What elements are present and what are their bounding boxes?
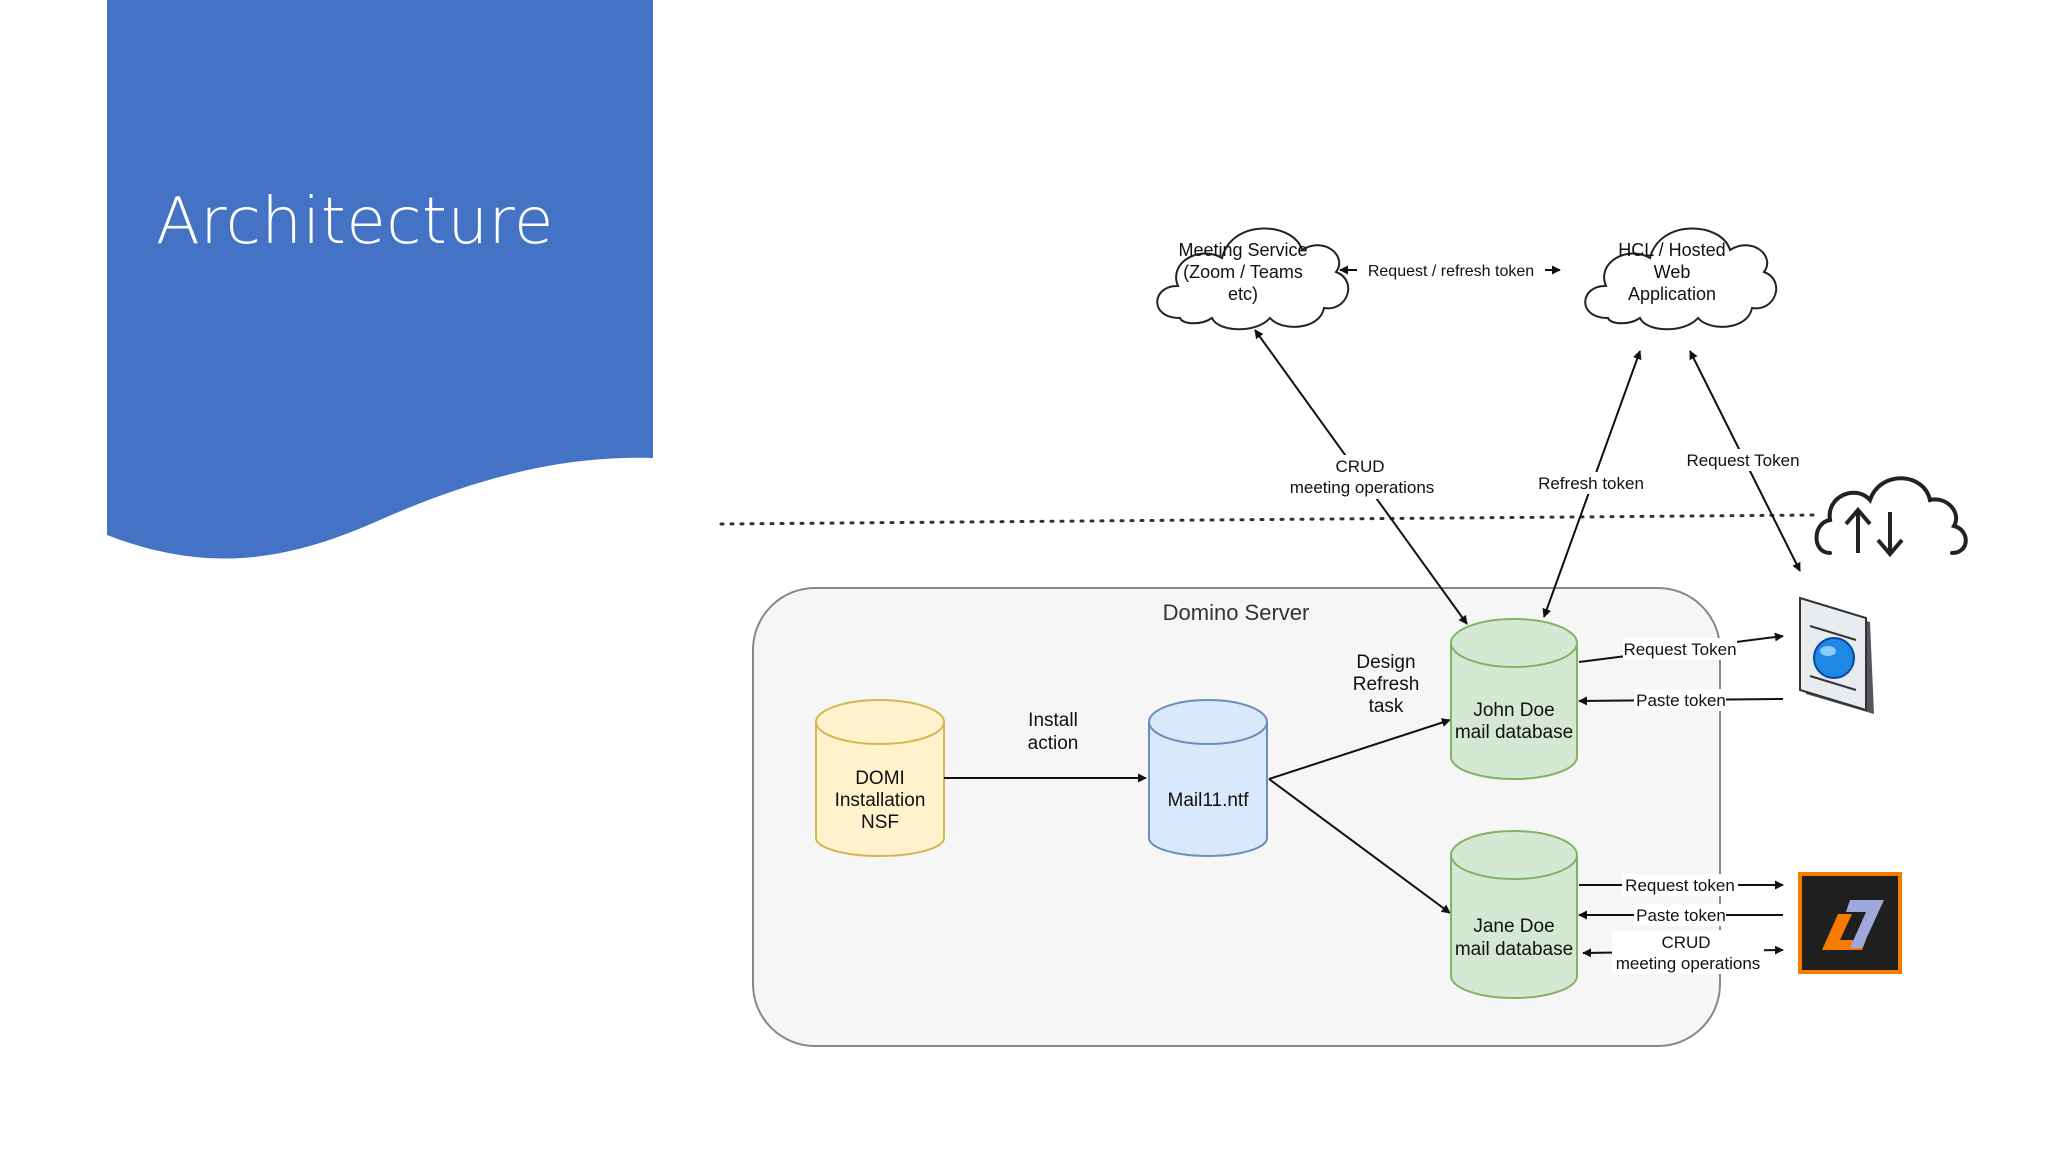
install-action-line-2: action — [1028, 733, 1079, 754]
network-boundary — [719, 513, 1817, 526]
hcl-web-app-cloud: HCL / Hosted Web Application — [1584, 227, 1778, 331]
domi-line-2: Installation — [835, 790, 926, 811]
browser-globe-icon — [1799, 596, 1874, 714]
meeting-service-line-3: etc) — [1228, 284, 1258, 304]
refresh-token-label: Refresh token — [1538, 474, 1644, 493]
mail11-label: Mail11.ntf — [1168, 790, 1250, 811]
meeting-service-line-2: (Zoom / Teams — [1183, 262, 1303, 282]
jane-line-2: mail database — [1455, 939, 1573, 960]
john-doe-mail-db: John Doe mail database — [1450, 618, 1578, 780]
john-request-token-label: Request Token — [1623, 640, 1736, 659]
install-action-line-1: Install — [1028, 710, 1078, 731]
slide-title: Architecture — [156, 185, 554, 259]
hcl-web-line-3: Application — [1628, 284, 1716, 304]
request-refresh-label: Request / refresh token — [1368, 263, 1534, 280]
crud-top-line-2: meeting operations — [1290, 478, 1435, 497]
hcl-web-line-1: HCL / Hosted — [1618, 240, 1725, 260]
jane-line-1: Jane Doe — [1473, 916, 1554, 937]
jane-request-token-label: Request token — [1625, 876, 1735, 895]
app-logo-icon — [1798, 872, 1902, 974]
design-refresh-line-2: Refresh — [1353, 674, 1420, 695]
hcl-web-line-2: Web — [1654, 262, 1691, 282]
jane-paste-token-label: Paste token — [1636, 906, 1726, 925]
domi-line-3: NSF — [861, 812, 899, 833]
john-line-1: John Doe — [1473, 700, 1554, 721]
mail11-template-db: Mail11.ntf — [1148, 699, 1268, 857]
design-refresh-line-3: task — [1369, 696, 1404, 717]
design-refresh-arrow-jane — [1268, 778, 1451, 914]
design-refresh-line-1: Design — [1356, 652, 1415, 673]
design-refresh-arrow-john — [1268, 718, 1451, 780]
domi-line-1: DOMI — [855, 768, 905, 789]
meeting-service-cloud: Meeting Service (Zoom / Teams etc) — [1156, 227, 1350, 331]
title-band — [107, 0, 653, 559]
domi-installation-db: DOMI Installation NSF — [815, 699, 945, 857]
john-paste-token-label: Paste token — [1636, 691, 1726, 710]
meeting-service-line-1: Meeting Service — [1178, 240, 1307, 260]
jane-crud-line-1: CRUD — [1661, 933, 1710, 952]
jane-crud-line-2: meeting operations — [1616, 954, 1761, 973]
cloud-upload-download-icon — [1814, 476, 1968, 558]
request-token-top-label: Request Token — [1686, 451, 1799, 470]
john-line-2: mail database — [1455, 722, 1573, 743]
domino-server-label: Domino Server — [1163, 600, 1310, 625]
crud-top-line-1: CRUD — [1335, 457, 1384, 476]
jane-doe-mail-db: Jane Doe mail database — [1450, 830, 1578, 999]
